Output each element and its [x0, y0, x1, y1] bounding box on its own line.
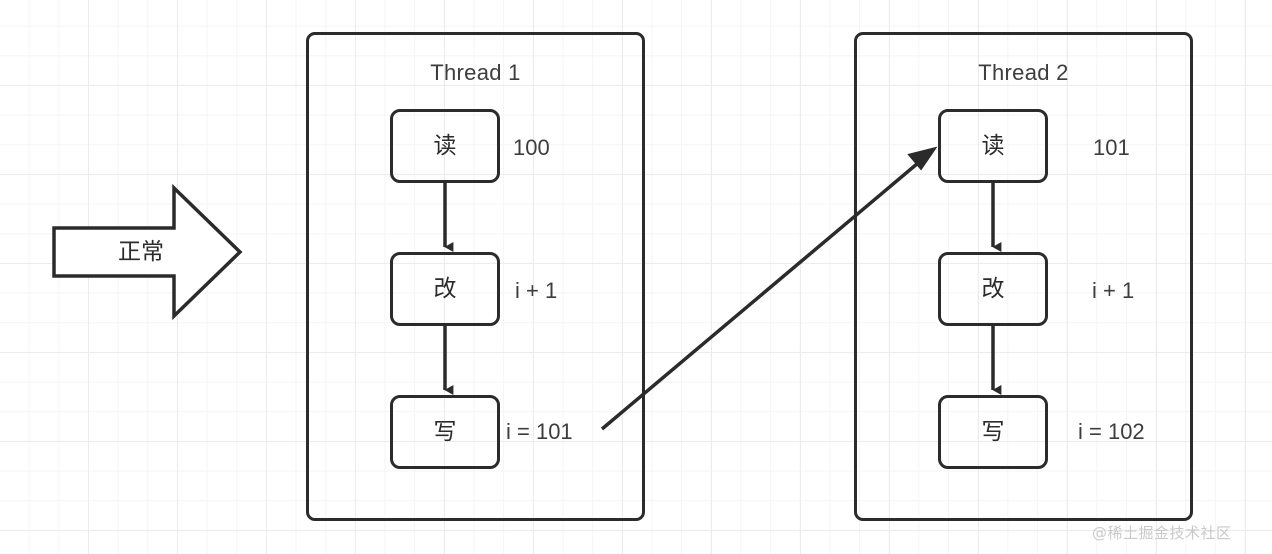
thread-1-step-read-value: 100	[513, 135, 550, 160]
thread-2-title: Thread 2	[978, 60, 1069, 85]
thread-2-step-read-box: 读	[938, 109, 1048, 183]
thread-1-panel: Thread 1	[306, 32, 645, 521]
thread-2-step-write-box: 写	[938, 395, 1048, 469]
watermark-text: @稀土掘金技术社区	[1092, 524, 1232, 542]
thread-2-step-modify-value: i + 1	[1092, 278, 1135, 303]
thread-1-step-read-label: 读	[433, 132, 457, 159]
thread-1-step-modify-value: i + 1	[515, 278, 558, 303]
thread-1-step-modify-label: 改	[433, 275, 457, 302]
thread-2-step-read-label: 读	[981, 132, 1005, 159]
thread-1-step-write-label: 写	[433, 418, 457, 445]
thread-2-step-write-label: 写	[981, 418, 1005, 445]
thread-1-title: Thread 1	[430, 60, 521, 85]
thread-1-step-read-box: 读	[390, 109, 500, 183]
thread-2-step-write-value: i = 102	[1078, 419, 1145, 444]
thread-2-step-modify-label: 改	[981, 275, 1005, 302]
thread-2-step-modify-box: 改	[938, 252, 1048, 326]
normal-arrow-label: 正常	[118, 239, 164, 265]
thread-1-step-write-box: 写	[390, 395, 500, 469]
thread-2-step-read-value: 101	[1093, 135, 1130, 160]
thread-2-panel: Thread 2	[854, 32, 1193, 521]
thread-1-step-write-value: i = 101	[506, 419, 573, 444]
thread-1-step-modify-box: 改	[390, 252, 500, 326]
